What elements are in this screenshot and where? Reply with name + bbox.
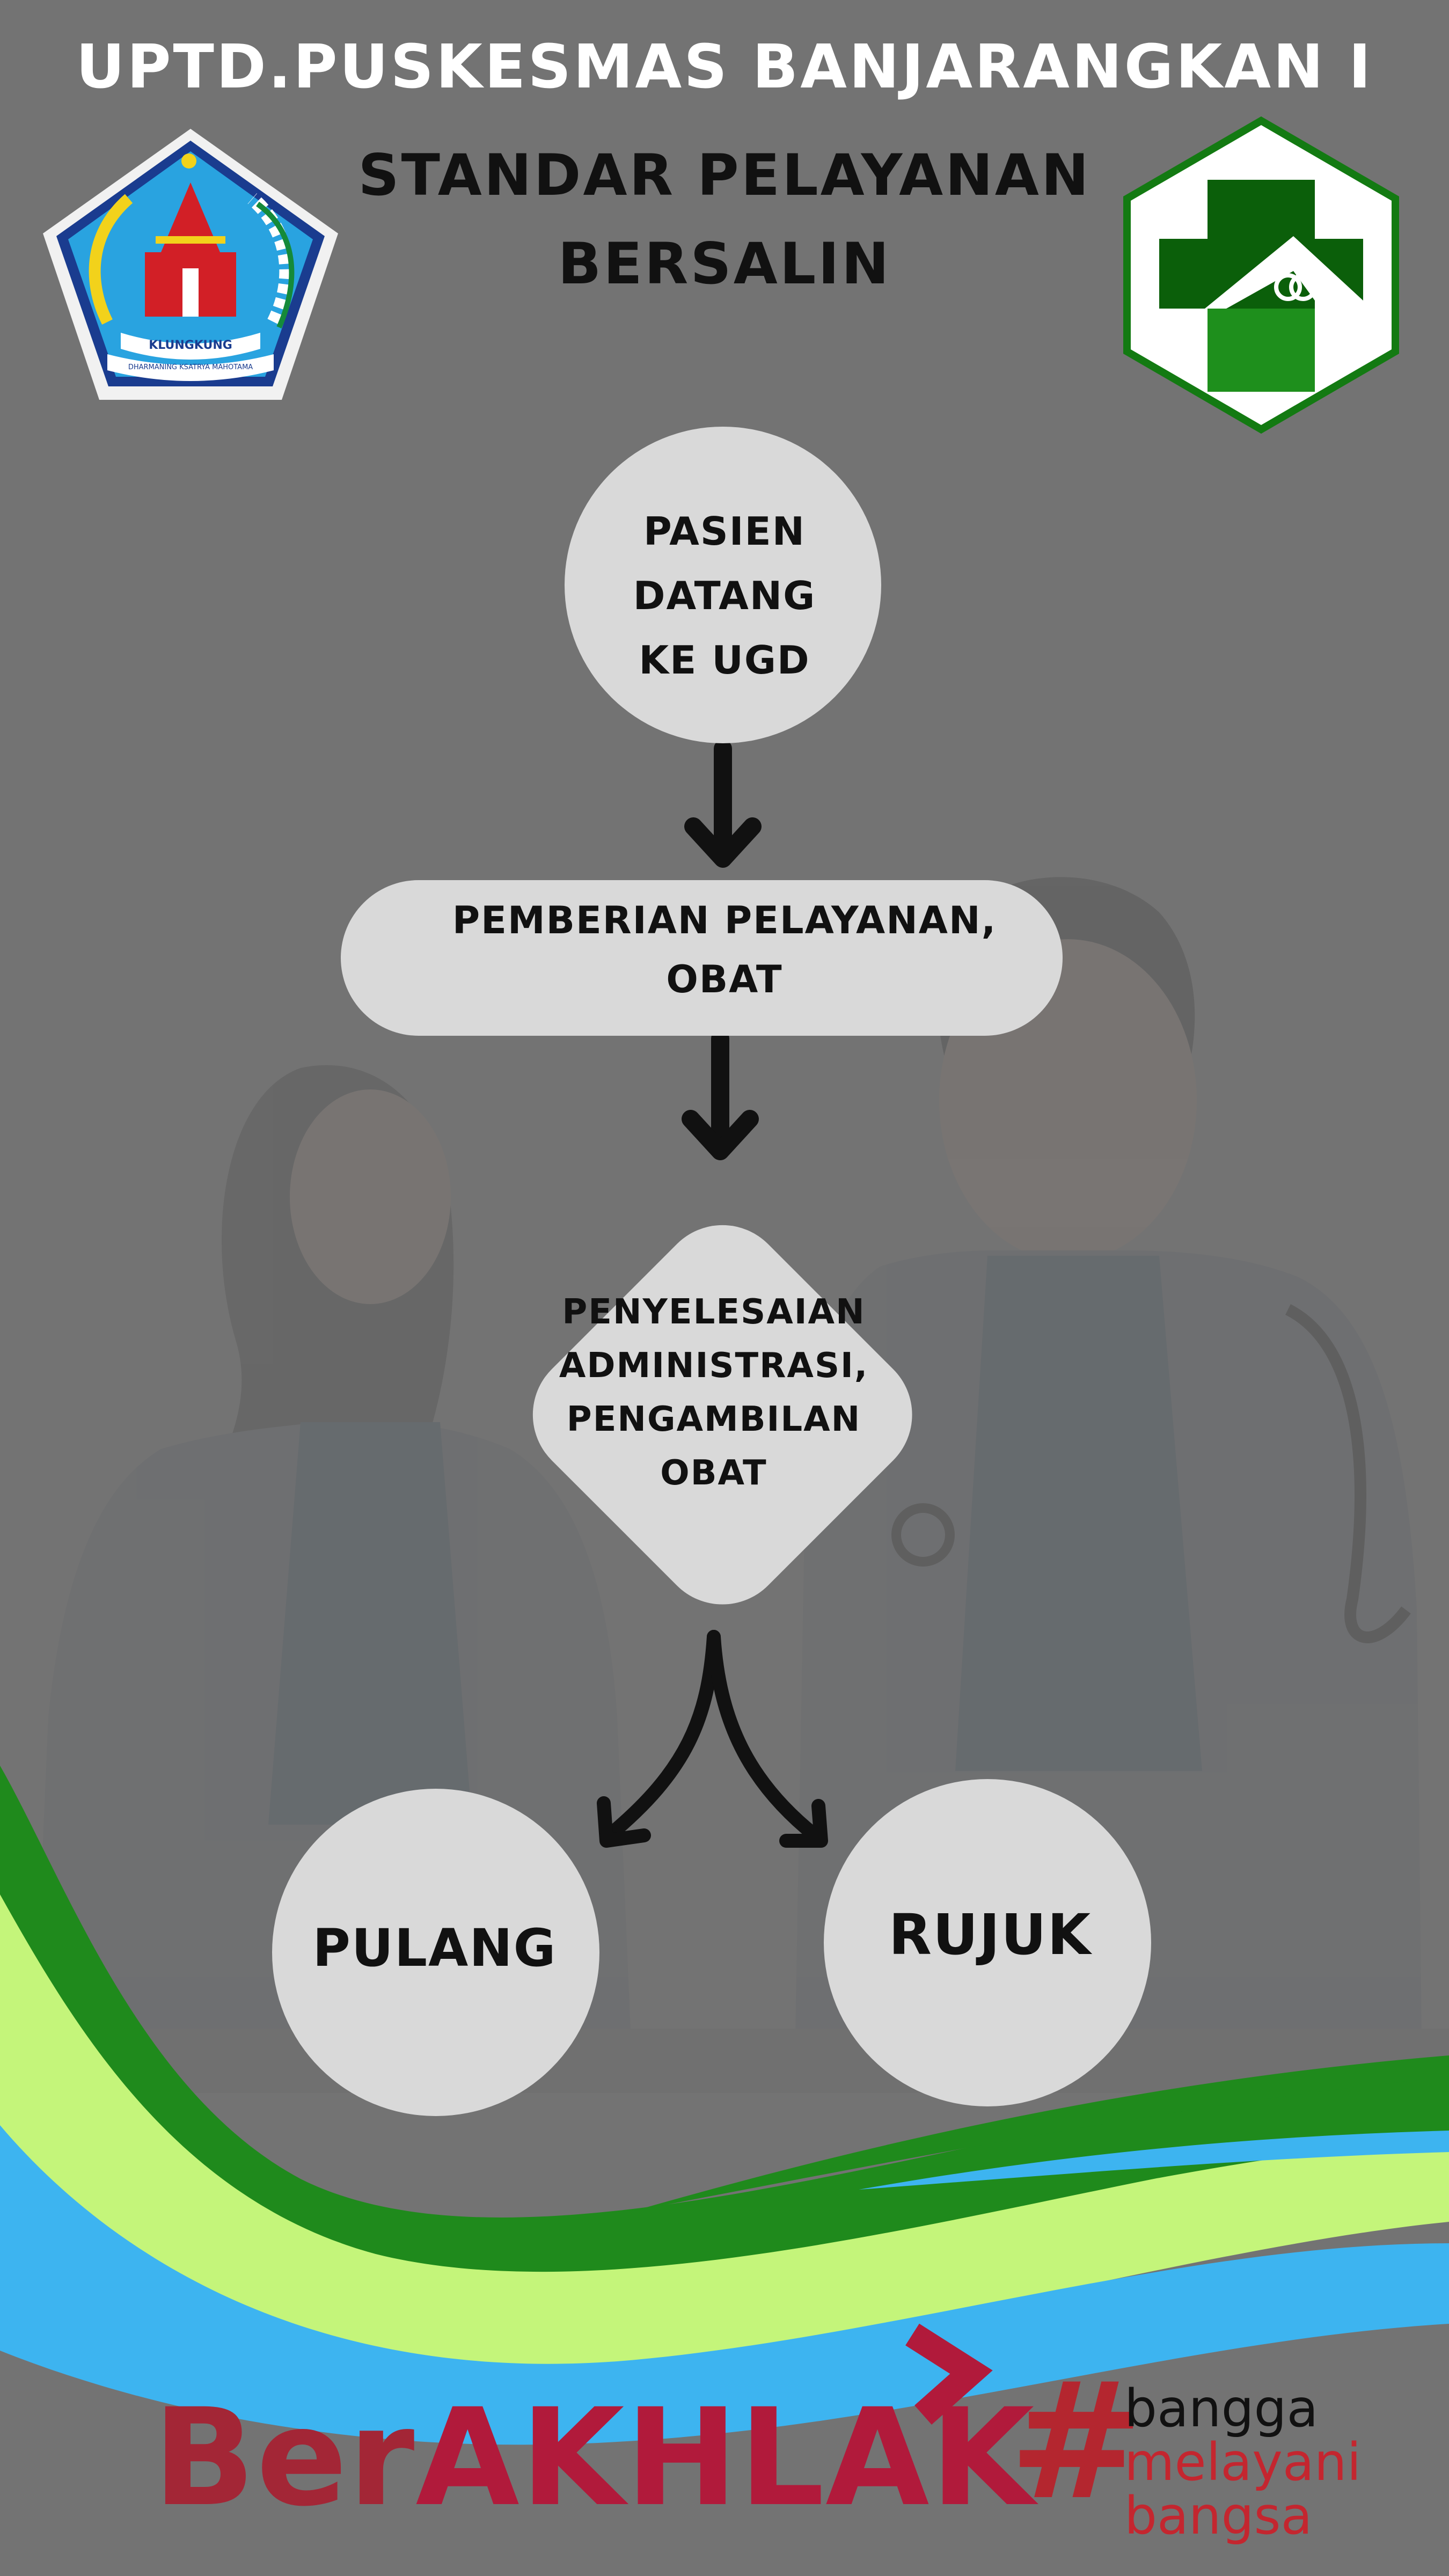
male-doctor-shirt <box>955 1256 1202 1771</box>
node-n3-shape <box>532 1225 912 1605</box>
emblem-temple-roof <box>161 182 220 252</box>
emblem-rice-left <box>89 194 133 325</box>
org-title: UPTD.PUSKESMAS BANJARANGKAN I <box>76 32 1373 102</box>
doc-title-line-2: BERSALIN <box>558 231 891 297</box>
stethoscope <box>1285 1304 1411 1643</box>
puskesmas-ring-right <box>1289 273 1317 301</box>
emblem-banner-bottom <box>107 354 274 381</box>
wave-green-dark <box>0 1766 1449 2324</box>
node-n5-shape <box>824 1779 1151 2106</box>
puskesmas-cross-light <box>1208 309 1315 392</box>
node-n3-line: ADMINISTRASI, <box>559 1346 869 1386</box>
female-doctor-face <box>290 1089 451 1304</box>
node-n5-line: RUJUK <box>888 1902 1092 1967</box>
flow-connectors <box>597 740 828 1848</box>
slogan-line-1: bangga <box>1124 2379 1319 2439</box>
female-doctor-shirt <box>268 1422 472 1825</box>
emblem-banner-text: KLUNGKUNG <box>149 339 232 352</box>
slogan-line-2: melayani <box>1124 2432 1362 2492</box>
node-n2-shape <box>341 880 1063 1036</box>
flow-nodes <box>272 427 1151 2116</box>
arrow-n3-n4-head <box>597 1796 651 1848</box>
doc-title-line-1: STANDAR PELAYANAN <box>358 142 1091 208</box>
node-n2-line: PEMBERIAN PELAYANAN, <box>452 898 997 942</box>
node-n1-label: PASIEN DATANG KE UGD <box>564 499 885 692</box>
decorative-waves <box>0 1766 1449 2445</box>
puskesmas-cross-icon <box>1123 116 1399 434</box>
hashtag-icon: # <box>1009 2348 1144 2535</box>
node-n5-label: RUJUK <box>829 1902 1151 1967</box>
wave-blue-streak <box>859 2131 1449 2190</box>
node-n2-line: OBAT <box>666 957 783 1001</box>
emblem-leaves-right <box>256 201 295 329</box>
regency-emblem-icon: KLUNGKUNG DHARMANING KSATRYA MAHOTAMA <box>43 129 338 400</box>
berakhlak-logo: BerAKHLAK <box>153 2391 1035 2525</box>
stethoscope-chest-piece <box>891 1503 955 1567</box>
node-n4-label: PULANG <box>279 1916 590 1980</box>
emblem-banner-top <box>121 333 260 360</box>
node-n3-line: PENGAMBILAN <box>566 1400 861 1439</box>
node-n4-shape <box>272 1789 599 2116</box>
wave-green-light <box>0 1894 1449 2377</box>
desk <box>0 2029 1449 2093</box>
arrow-n3-n4-curve <box>602 1630 721 1842</box>
emblem-motto-text: DHARMANING KSATRYA MAHOTAMA <box>128 363 253 371</box>
wave-green-streak <box>633 2055 1449 2211</box>
emblem-star <box>181 153 196 169</box>
slogan-line-3: bangsa <box>1124 2486 1313 2546</box>
node-n1-line: KE UGD <box>639 638 810 683</box>
emblem-temple-step <box>156 236 225 244</box>
puskesmas-ring-left <box>1274 273 1302 301</box>
node-n3-line: OBAT <box>660 1453 767 1493</box>
node-n4-line: PULANG <box>312 1918 557 1978</box>
node-n1-line: PASIEN <box>643 509 806 554</box>
emblem-cotton-right <box>247 193 294 325</box>
berakhlak-caps: AKHLAK <box>415 2380 1036 2536</box>
arrow-n3-n5-curve <box>707 1630 825 1845</box>
berakhlak-chevron-icon <box>905 2323 993 2425</box>
node-n1-shape <box>565 427 881 743</box>
node-n2-label: PEMBERIAN PELAYANAN, OBAT <box>376 891 1073 1009</box>
puskesmas-house-roof <box>1205 236 1363 309</box>
node-n3-label: PENYELESAIAN ADMINISTRASI, PENGAMBILAN O… <box>515 1285 912 1500</box>
wave-blue <box>0 2125 1449 2445</box>
node-n1-line: DATANG <box>633 573 816 618</box>
arrow-n1-n2-head <box>684 817 762 868</box>
arrow-n2-n3-head <box>682 1110 759 1160</box>
emblem-temple-door <box>182 268 199 317</box>
berakhlak-prefix: Ber <box>153 2380 416 2536</box>
arrow-n3-n5-head <box>779 1799 828 1848</box>
node-n3-line: PENYELESAIAN <box>562 1292 866 1332</box>
